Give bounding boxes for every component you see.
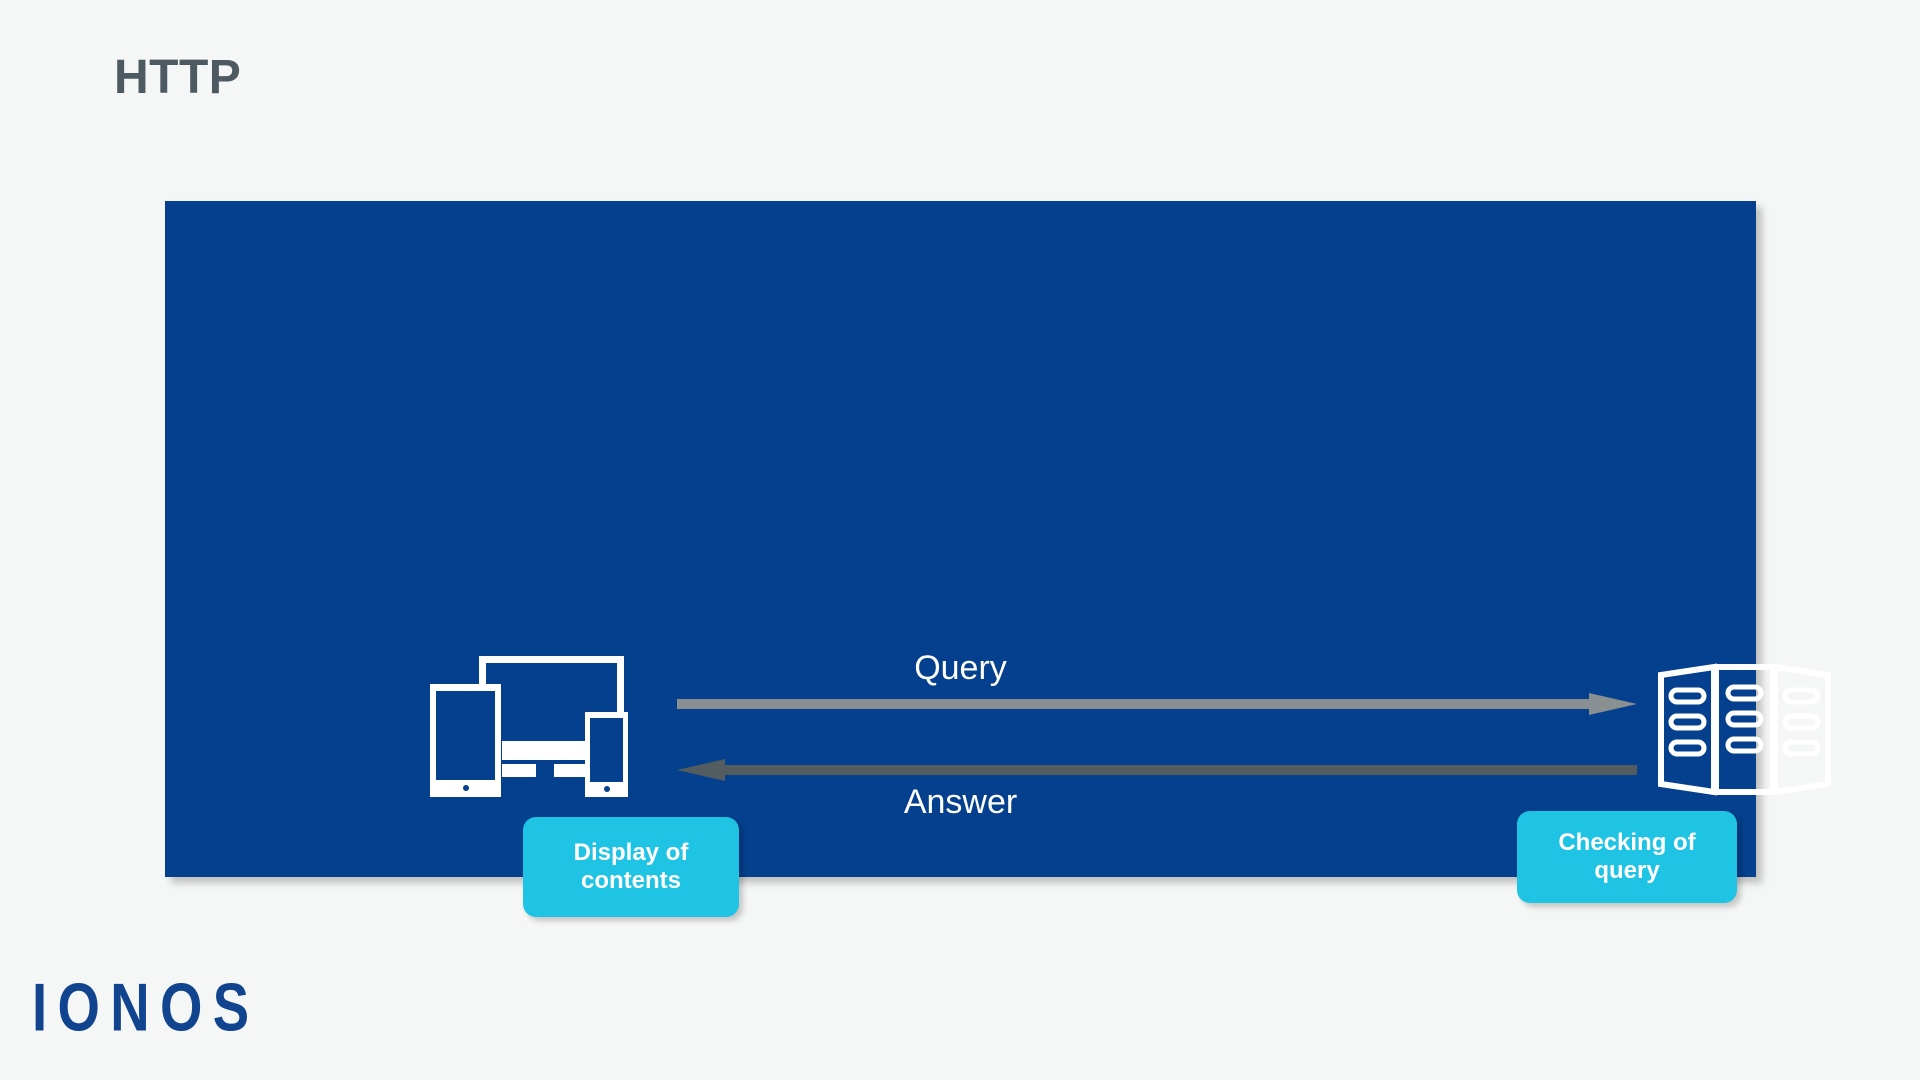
server-callout-line1: Checking of <box>1558 828 1696 856</box>
client-callout-line2: contents <box>580 867 681 894</box>
monitor-stand-top <box>502 741 597 760</box>
phone-icon <box>585 712 628 797</box>
server-callout-line2: query <box>1594 857 1660 884</box>
phone-home-button <box>603 786 610 792</box>
phone-screen <box>590 718 623 782</box>
query-arrow <box>677 693 1637 715</box>
page-title: HTTP <box>114 51 242 104</box>
ionos-logo: IONOS <box>32 970 260 1046</box>
client-callout-line1: Display of <box>573 838 689 866</box>
answer-label: Answer <box>903 783 1018 821</box>
server-rack-icon <box>1657 663 1832 796</box>
tablet-screen <box>436 691 495 780</box>
tablet-home-button <box>462 785 469 791</box>
query-label: Query <box>914 649 1007 687</box>
answer-arrow <box>677 759 1637 781</box>
client-callout: Display of contents <box>523 817 739 917</box>
diagram-panel: Query Answer Display of contents Checkin… <box>165 201 1831 917</box>
server-callout: Checking of query <box>1517 811 1737 903</box>
monitor-stand-left <box>502 764 536 777</box>
tablet-icon <box>430 684 501 797</box>
client-devices-icon <box>430 656 655 811</box>
